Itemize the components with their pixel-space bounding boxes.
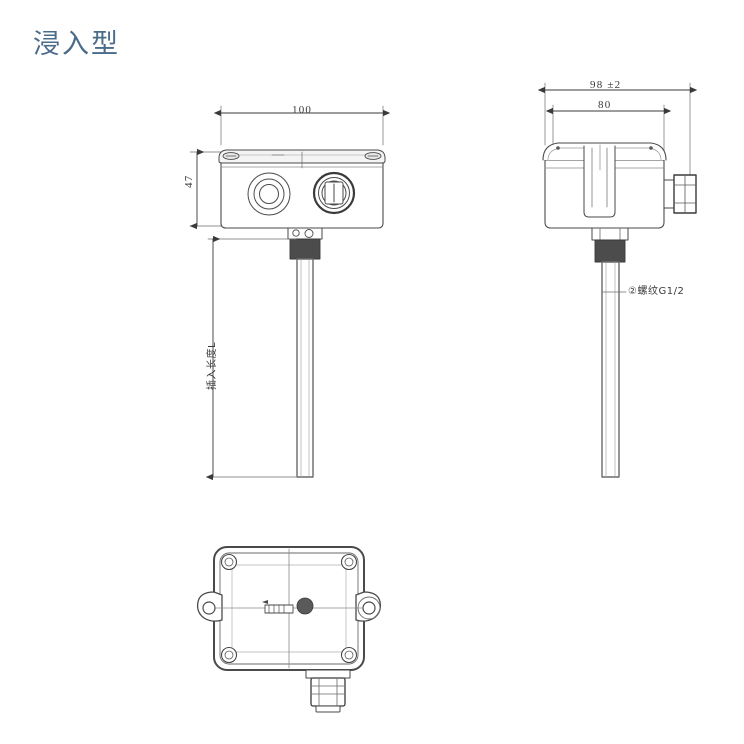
side-view-group bbox=[537, 82, 698, 478]
stem-mount-upper-side bbox=[591, 227, 629, 241]
front-view-group bbox=[189, 105, 391, 481]
top-view-group bbox=[196, 546, 382, 713]
center-dot bbox=[296, 597, 314, 615]
probe-stem-front bbox=[296, 258, 314, 478]
housing-body bbox=[220, 159, 384, 229]
dimension-label-depth-98: 98 ±2 bbox=[590, 79, 622, 91]
page-title: 浸入型 bbox=[33, 29, 120, 60]
probe-stem-side bbox=[601, 261, 620, 478]
dimension-label-insert-length: 插入长度L bbox=[207, 341, 218, 390]
corner-screws bbox=[220, 553, 358, 664]
cover-tab bbox=[583, 145, 616, 218]
dimension-label-thread-g12: ②螺纹G1/2 bbox=[628, 286, 685, 297]
gland-body-top bbox=[310, 677, 346, 707]
gland-flange bbox=[305, 669, 351, 679]
stem-mount-gland-side bbox=[594, 239, 626, 263]
stem-mount-gland bbox=[289, 238, 321, 260]
round-boss-inner bbox=[259, 184, 279, 204]
dimension-label-height-47: 47 bbox=[183, 174, 195, 188]
dimension-label-depth-80: 80 bbox=[598, 99, 612, 111]
side-gland-neck bbox=[663, 179, 675, 209]
mounting-hole-left bbox=[202, 601, 216, 615]
dimension-label-width-100: 100 bbox=[292, 104, 313, 116]
mounting-hole-right bbox=[362, 601, 376, 615]
